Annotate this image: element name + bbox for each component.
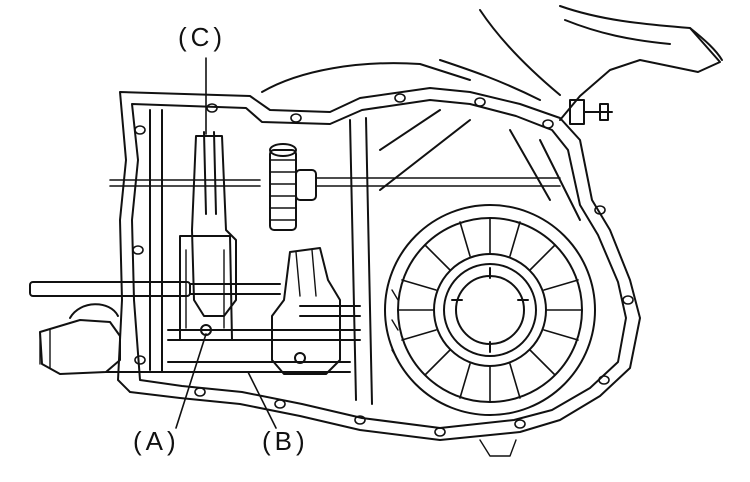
callout-label-b: (B) [262, 426, 309, 456]
mounting-bracket [261, 5, 723, 121]
shift-fork-c [179, 131, 237, 341]
leader-a [175, 333, 207, 429]
gear [269, 143, 317, 231]
callout-label-a: (A) [133, 426, 180, 456]
shift-rods [29, 177, 561, 373]
lower-detail [391, 289, 517, 457]
bolt-upper-right [569, 99, 613, 125]
flange-bolt-holes [132, 93, 634, 437]
differential-bearing [384, 204, 596, 416]
leader-lines [175, 57, 277, 429]
callout-label-c: (C) [178, 22, 227, 52]
shaft-end-left [39, 303, 169, 375]
shift-fork-b [271, 247, 341, 375]
leader-b [247, 371, 277, 429]
